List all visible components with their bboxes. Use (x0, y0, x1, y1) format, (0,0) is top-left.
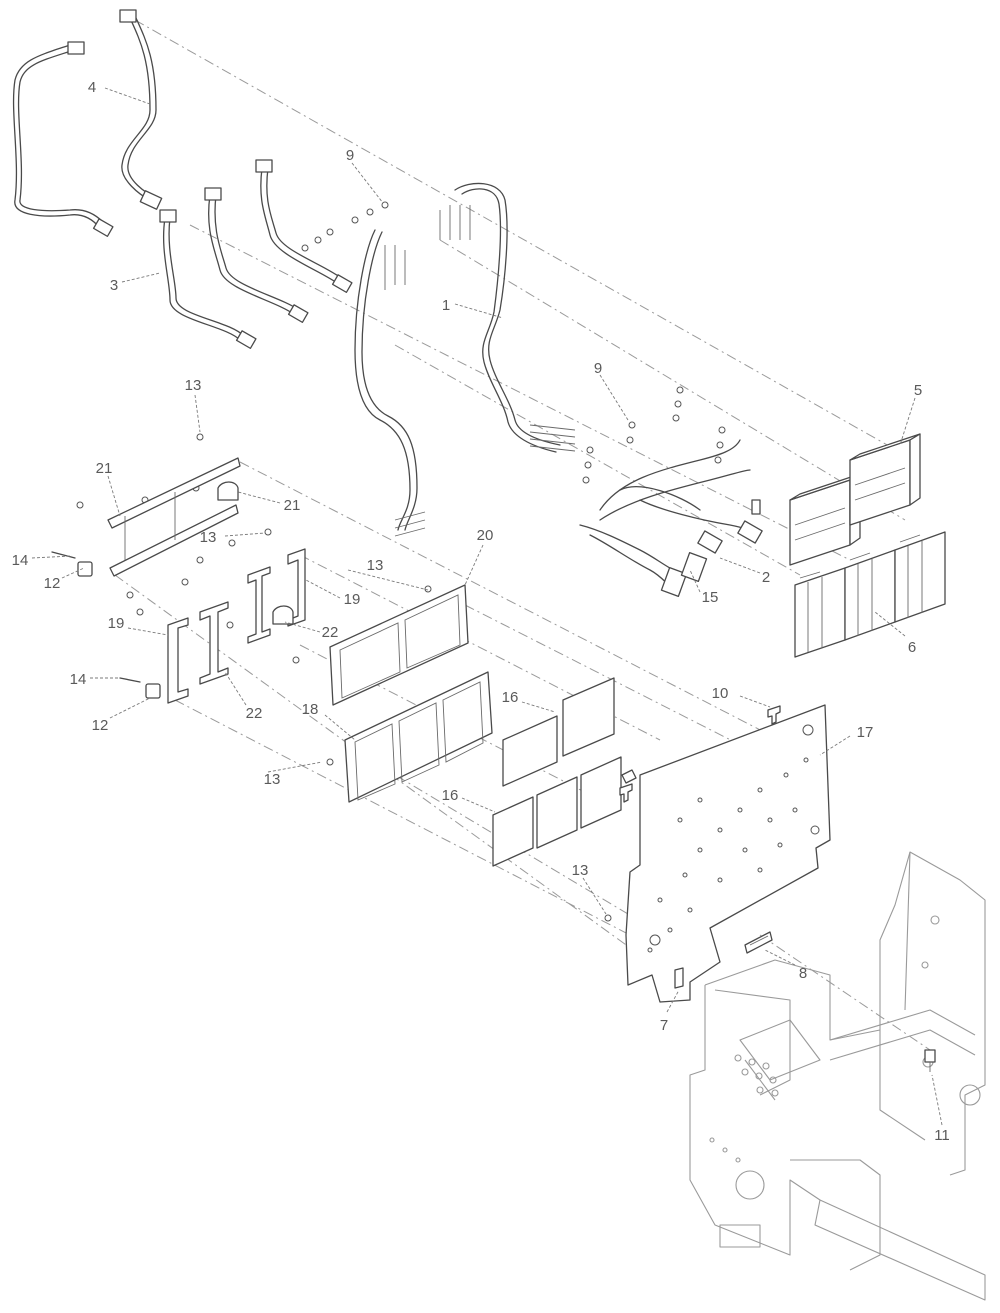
callout-11: 11 (934, 1127, 950, 1144)
callout-5: 5 (914, 382, 922, 399)
connector-8 (744, 931, 773, 954)
callout-14-lower: 14 (70, 671, 87, 688)
bracket-19-upper (247, 548, 306, 644)
fastener-10 (767, 705, 781, 725)
callout-8: 8 (799, 965, 807, 982)
callout-10: 10 (712, 685, 729, 702)
wire-harness-1 (354, 182, 576, 537)
chassis-frame (689, 851, 986, 1301)
mounting-plate-17 (621, 704, 831, 1003)
wire-harness-4 (12, 9, 163, 237)
callout-7: 7 (660, 1017, 668, 1034)
callout-21-b: 21 (284, 497, 301, 514)
bracket-19-lower (167, 601, 229, 704)
modules-6 (794, 531, 946, 658)
leader-lines (31, 87, 943, 1126)
modules-5 (789, 433, 921, 566)
callout-17: 17 (857, 724, 874, 741)
callout-13-a: 13 (185, 377, 202, 394)
frame-18 (344, 671, 493, 803)
callout-4: 4 (88, 79, 96, 96)
callout-15: 15 (702, 589, 719, 606)
fastener-11 (924, 1049, 936, 1072)
panels-16 (492, 677, 622, 867)
wire-harness-2 (579, 386, 763, 598)
callout-9-upper: 9 (346, 147, 354, 164)
retainer-12-upper (51, 551, 93, 577)
callout-22-upper: 22 (322, 624, 339, 641)
callout-14-upper: 14 (12, 552, 29, 569)
callout-21-a: 21 (96, 460, 113, 477)
wire-harness-3 (159, 159, 353, 349)
retainer-12-lower (119, 677, 161, 699)
fastener-7 (674, 967, 684, 989)
callout-12-upper: 12 (44, 575, 61, 592)
callout-2: 2 (762, 569, 770, 586)
callout-1: 1 (442, 297, 450, 314)
callout-13-e: 13 (572, 862, 589, 879)
callout-13-b: 13 (200, 529, 217, 546)
callout-16-lower: 16 (442, 787, 459, 804)
callout-9-lower: 9 (594, 360, 602, 377)
callout-19-upper: 19 (344, 591, 361, 608)
callout-20: 20 (477, 527, 494, 544)
callout-13-c: 13 (367, 557, 384, 574)
fastener-plate-top (619, 783, 633, 803)
bracket-21 (107, 457, 241, 577)
callout-13-d: 13 (264, 771, 281, 788)
frame-20 (329, 584, 469, 706)
callout-6: 6 (908, 639, 916, 656)
callout-19-lower: 19 (108, 615, 125, 632)
callout-labels: 4 3 9 1 9 5 13 21 21 13 14 12 13 20 19 1… (12, 79, 950, 1144)
callout-12-lower: 12 (92, 717, 109, 734)
callout-22-lower: 22 (246, 705, 263, 722)
screws-9-upper (301, 201, 389, 252)
callout-18: 18 (302, 701, 319, 718)
callout-3: 3 (110, 277, 118, 294)
callout-16-upper: 16 (502, 689, 519, 706)
